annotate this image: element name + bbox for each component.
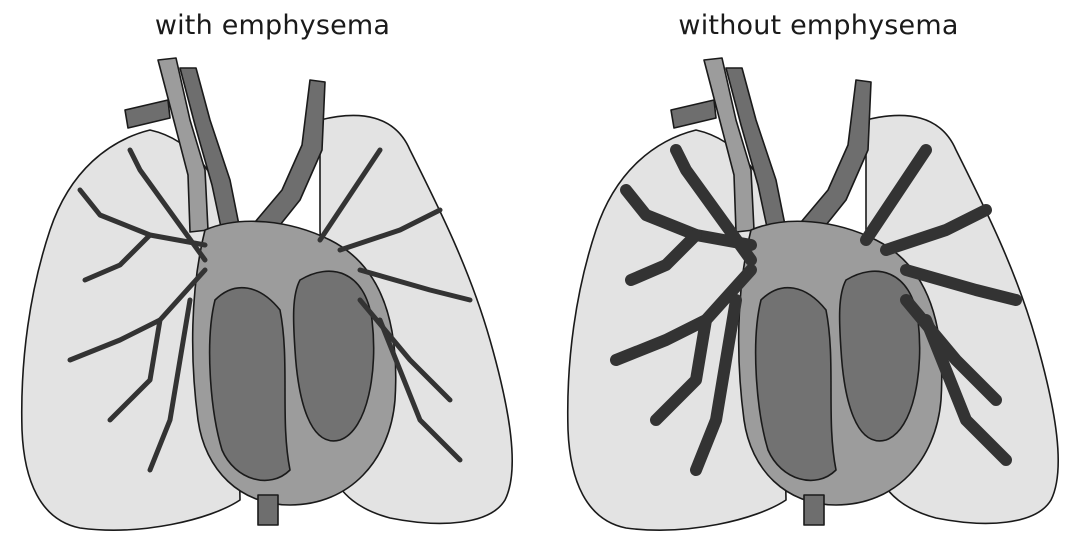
panel-without-emphysema: without emphysema bbox=[546, 0, 1091, 538]
pulmonary-trunk bbox=[796, 80, 871, 240]
inferior-vena-cava bbox=[804, 495, 824, 525]
lungs-heart-illustration-emphysema bbox=[0, 0, 545, 538]
brachiocephalic-vessel bbox=[125, 100, 170, 128]
inferior-vena-cava bbox=[258, 495, 278, 525]
lungs-heart-illustration-normal bbox=[546, 0, 1091, 538]
panel-with-emphysema: with emphysema bbox=[0, 0, 545, 538]
pulmonary-trunk bbox=[250, 80, 325, 240]
brachiocephalic-vessel bbox=[671, 100, 716, 128]
